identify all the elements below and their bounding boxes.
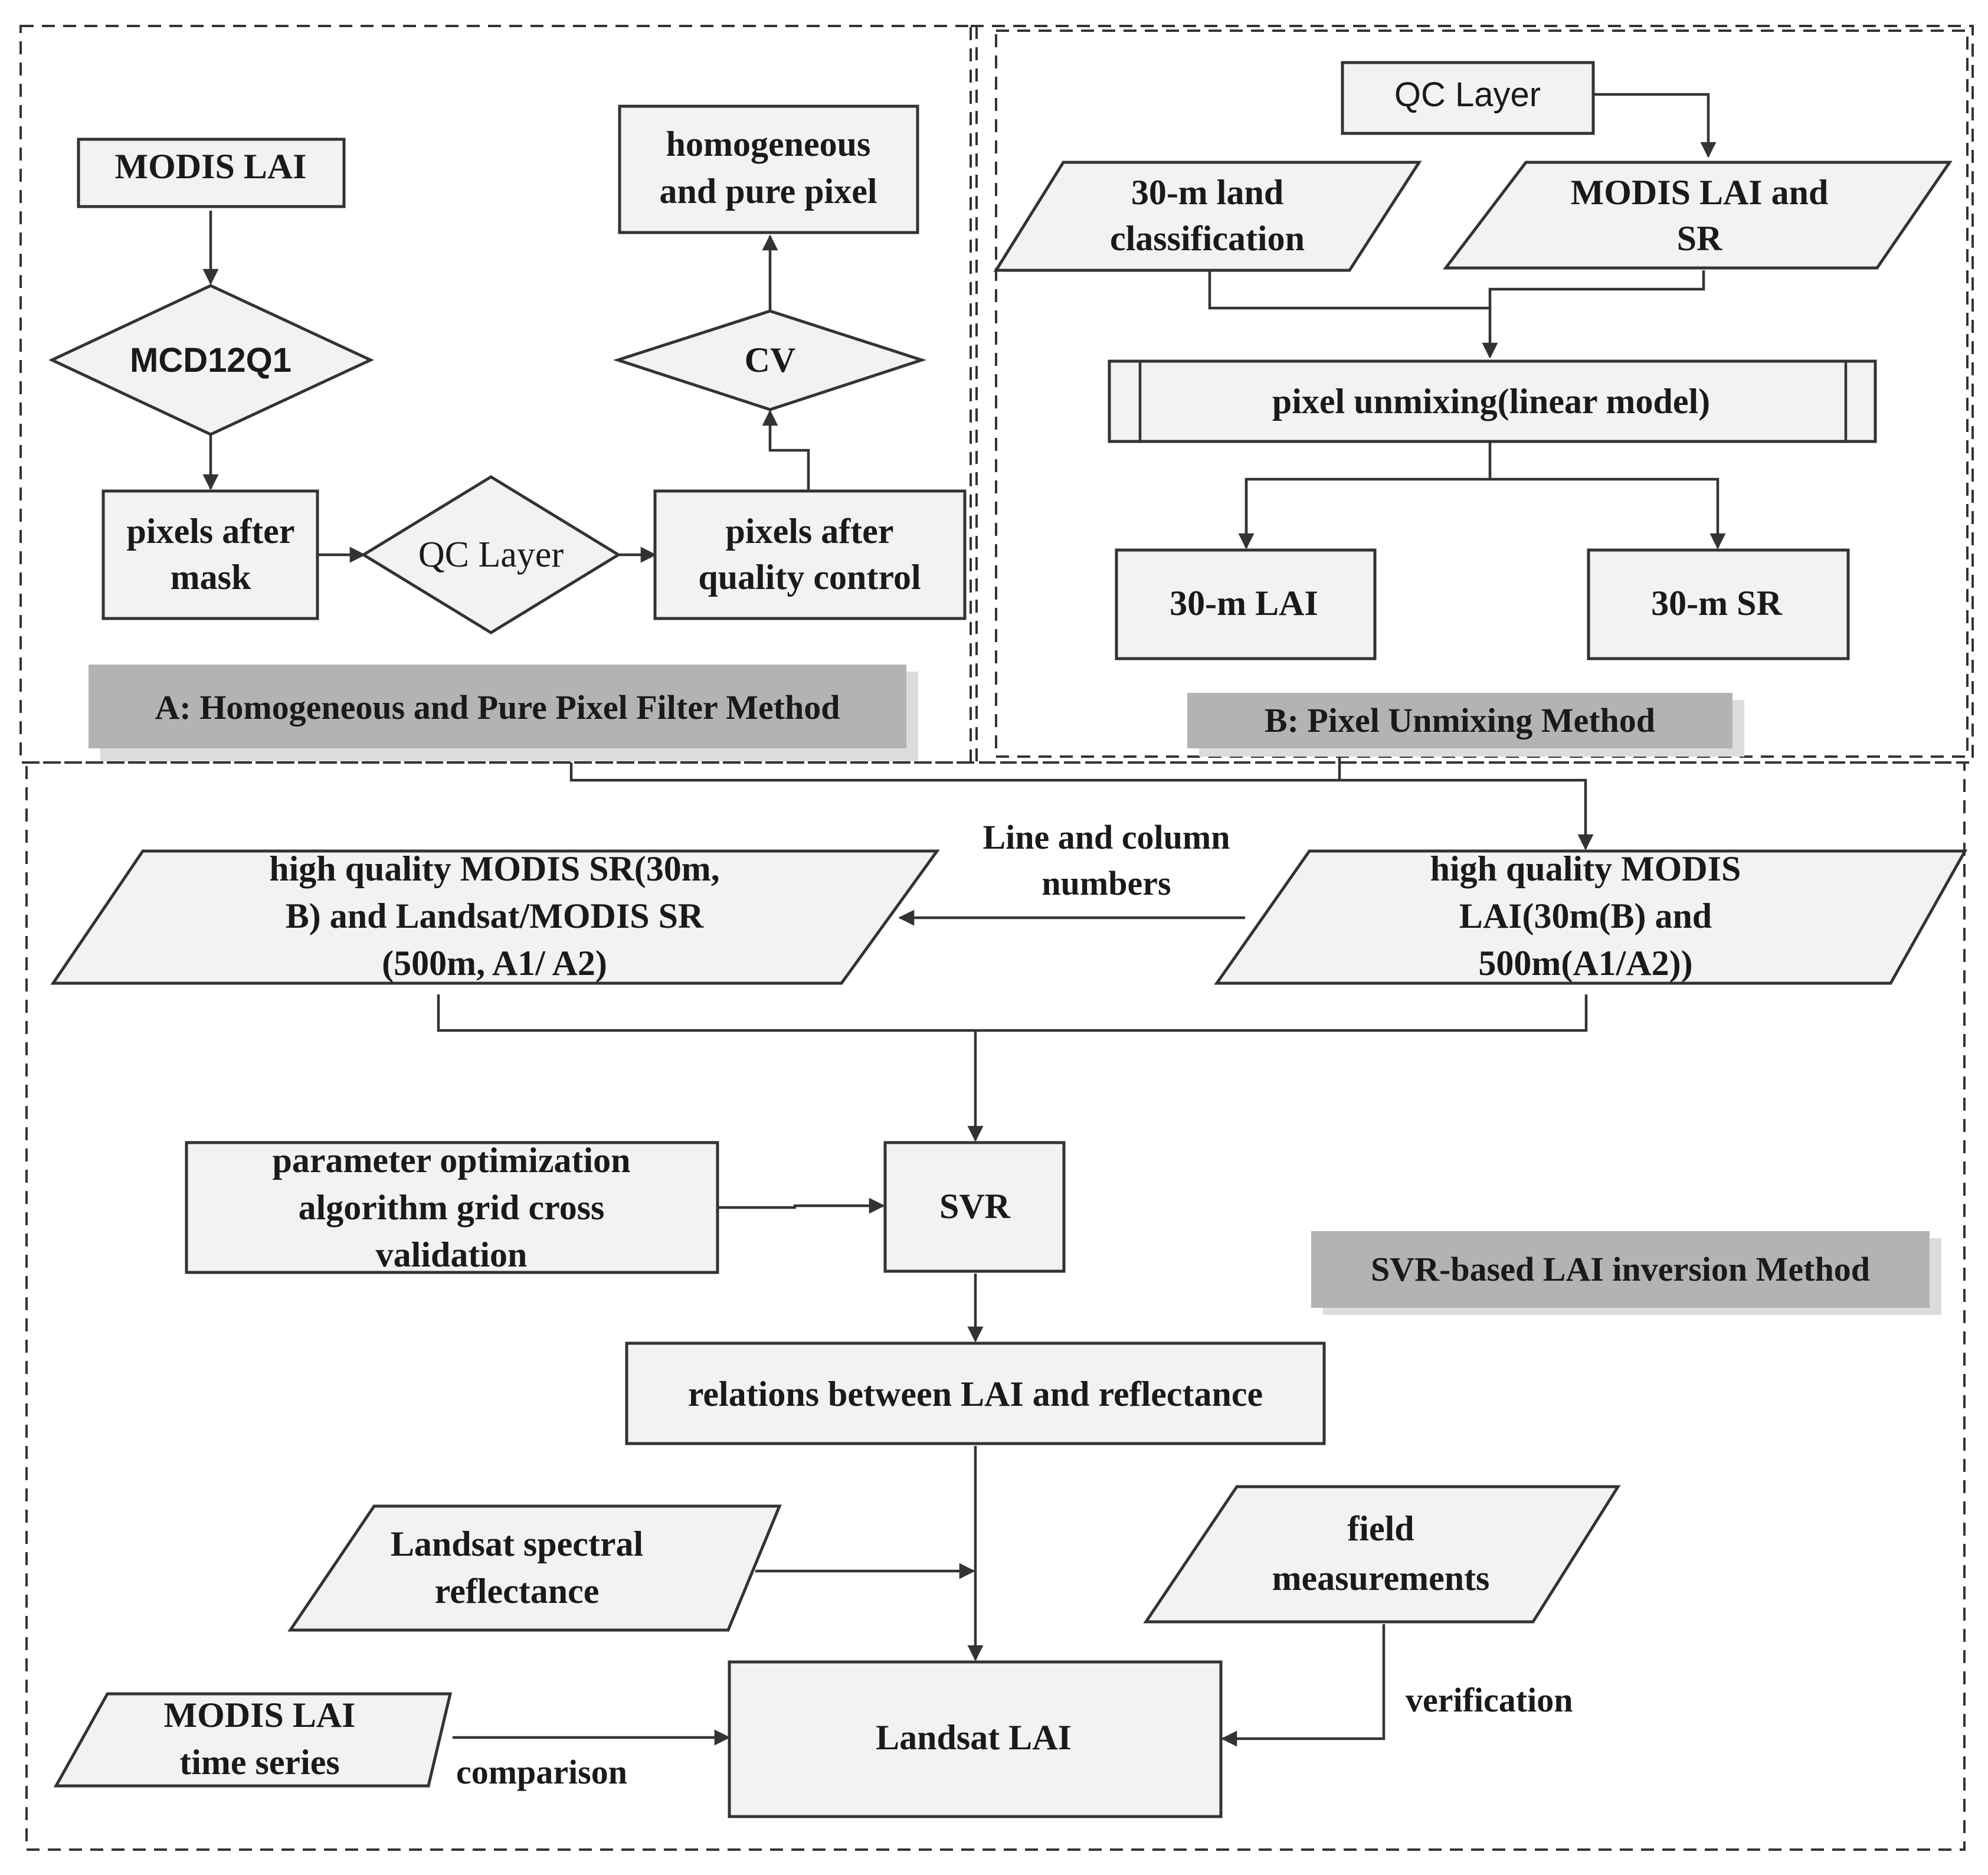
edge-split-sr30 <box>1490 477 1726 549</box>
node-b-lai30-text: 30-m LAI <box>1170 584 1318 623</box>
section-b-label: B: Pixel Unmixing Method <box>1187 693 1744 757</box>
node-a-qc-layer <box>361 475 621 634</box>
node-c-hq-lai <box>1214 849 1968 985</box>
node-b-modis-lai-sr <box>1442 161 1953 270</box>
edge-label-comparison: comparison <box>456 1753 627 1791</box>
node-a-homogeneous <box>618 104 919 234</box>
node-c-field <box>1143 1485 1621 1624</box>
section-a-label: A: Homogeneous and Pure Pixel Filter Met… <box>89 665 918 761</box>
section-b-label-text: B: Pixel Unmixing Method <box>1265 701 1655 739</box>
nodes <box>48 61 1968 1818</box>
node-b-qc-layer-text: QC Layer <box>1394 76 1541 114</box>
node-c-landsat-lai-text: Landsat LAI <box>876 1718 1072 1757</box>
node-c-landsat-refl <box>287 1504 782 1632</box>
node-b-lai30 <box>1115 548 1377 660</box>
node-c-svr <box>883 1141 1066 1273</box>
section-c-frame <box>25 761 1966 1851</box>
edge-param-svr <box>718 1197 885 1214</box>
edge-unmixing-split <box>1244 441 1492 548</box>
edge-quality-cv <box>762 410 810 491</box>
node-a-qc-layer-text: QC Layer <box>418 535 564 575</box>
section-a-label-text: A: Homogeneous and Pure Pixel Filter Met… <box>155 688 840 727</box>
edge-hqsr-join <box>437 994 1588 1032</box>
node-a-modis-lai <box>77 138 346 208</box>
edge-landclass-join <box>1208 270 1490 310</box>
node-c-hq-sr-text: high quality MODIS SR(30m,B) and Landsat… <box>269 849 719 983</box>
node-c-param <box>185 1141 719 1274</box>
edge-qc-modislaisr <box>1593 93 1717 158</box>
node-c-relations-text: relations between LAI and reflectance <box>688 1375 1263 1413</box>
node-b-unmixing-text: pixel unmixing(linear model) <box>1272 382 1710 421</box>
edges <box>202 93 1726 1747</box>
node-c-landsat-lai <box>728 1660 1223 1818</box>
node-c-svr-text: SVR <box>939 1187 1011 1226</box>
node-a-mcd12q1-text: MCD12Q1 <box>130 341 292 379</box>
edge-field-landsatlai <box>1221 1624 1386 1747</box>
node-b-land-class <box>993 161 1422 272</box>
node-a-pixels-after-mask <box>101 489 319 620</box>
node-b-sr30 <box>1587 548 1850 660</box>
node-b-sr30-text: 30-m SR <box>1651 584 1782 623</box>
node-a-cv-text: CV <box>745 341 796 379</box>
node-b-unmixing <box>1108 359 1877 443</box>
node-a-mcd12q1 <box>48 284 374 436</box>
section-c-label: SVR-based LAI inversion Method <box>1311 1231 1941 1315</box>
node-a-pixels-after-qc <box>653 489 967 620</box>
node-a-modis-lai-text: MODIS LAI <box>114 147 306 186</box>
node-c-relations <box>625 1341 1326 1445</box>
section-c-label-text: SVR-based LAI inversion Method <box>1371 1250 1870 1288</box>
node-b-qc-layer <box>1341 61 1595 135</box>
edge-label-verification: verification <box>1406 1681 1573 1719</box>
node-c-hq-sr <box>50 849 940 985</box>
edge-ab-to-hqlai <box>569 763 1594 850</box>
node-a-cv <box>613 309 927 411</box>
edge-modislaisr-join <box>1488 270 1705 308</box>
node-c-modis-ts <box>53 1692 453 1788</box>
